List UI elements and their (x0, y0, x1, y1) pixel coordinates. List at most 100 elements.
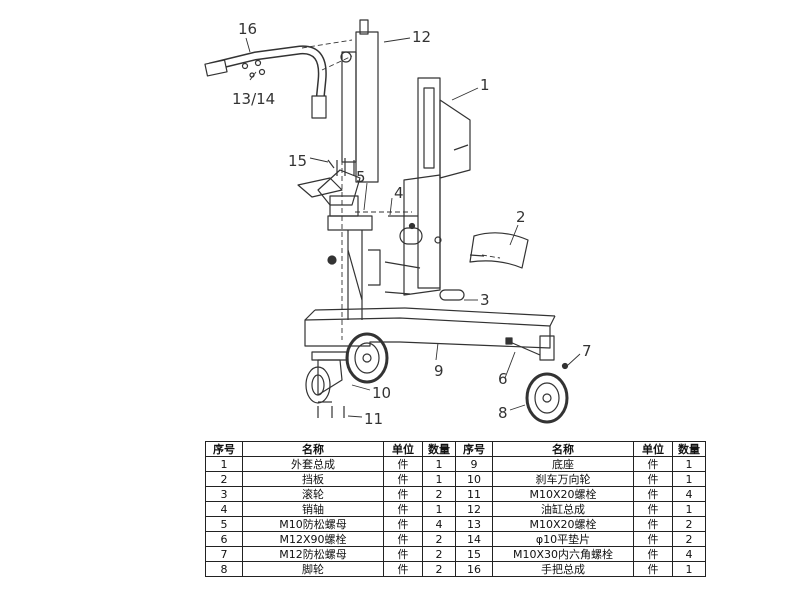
cell-unit: 件 (633, 471, 673, 487)
front-wheel (345, 332, 389, 384)
cell-name: 挡板 (242, 471, 384, 487)
assembly-lines (301, 39, 501, 340)
callout-16: 16 (238, 20, 257, 38)
fastener-bolts (249, 72, 569, 418)
cell-unit: 件 (383, 546, 423, 562)
cell-unit: 件 (383, 531, 423, 547)
cell-unit: 件 (383, 501, 423, 517)
cell-name: M10X20螺栓 (492, 516, 634, 532)
cell-unit: 件 (633, 561, 673, 577)
cell-unit: 件 (633, 516, 673, 532)
cell-seq: 8 (205, 561, 243, 577)
cell-unit: 件 (633, 531, 673, 547)
brake-caster (305, 351, 349, 404)
callout-1: 1 (480, 76, 490, 94)
cell-name: 滚轮 (242, 486, 384, 502)
cell-unit: 件 (633, 486, 673, 502)
callout-9: 9 (434, 362, 444, 380)
cell-name: M12X90螺栓 (242, 531, 384, 547)
cell-unit: 件 (633, 546, 673, 562)
cell-unit: 件 (383, 561, 423, 577)
cell-name: 油缸总成 (492, 501, 634, 517)
cell-qty: 2 (672, 516, 706, 532)
header-unit-2: 单位 (633, 441, 673, 457)
cell-seq: 5 (205, 516, 243, 532)
callout-15: 15 (288, 152, 307, 170)
callout-11: 11 (364, 410, 383, 428)
outer-sleeve-assembly (417, 77, 471, 289)
callout-10: 10 (372, 384, 391, 402)
cell-unit: 件 (383, 471, 423, 487)
cell-seq: 16 (455, 561, 493, 577)
cell-seq: 9 (455, 456, 493, 472)
header-seq-2: 序号 (455, 441, 493, 457)
header-qty-2: 数量 (672, 441, 706, 457)
header-name-2: 名称 (492, 441, 634, 457)
callout-labels: 1 2 3 4 5 6 7 8 9 10 11 12 13/14 15 16 (232, 20, 592, 428)
cell-name: 脚轮 (242, 561, 384, 577)
base-frame (304, 307, 556, 361)
table-header-row: 序号 名称 单位 数量 序号 名称 单位 数量 (205, 441, 706, 457)
callout-2: 2 (516, 208, 526, 226)
cell-unit: 件 (383, 456, 423, 472)
table-row: 4 销轴 件 1 12 油缸总成 件 1 (205, 501, 706, 517)
callout-3: 3 (480, 291, 490, 309)
leader-lines (245, 37, 581, 418)
cell-name: M10防松螺母 (242, 516, 384, 532)
pump-assembly (297, 158, 373, 265)
callout-7: 7 (582, 342, 592, 360)
baffle-plate (469, 232, 529, 269)
cell-qty: 1 (672, 561, 706, 577)
cell-qty: 2 (422, 546, 456, 562)
cell-seq: 13 (455, 516, 493, 532)
cell-seq: 7 (205, 546, 243, 562)
caster-wheel (525, 372, 569, 424)
cell-name: 底座 (492, 456, 634, 472)
cell-unit: 件 (633, 501, 673, 517)
cell-qty: 4 (422, 516, 456, 532)
cell-name: M12防松螺母 (242, 546, 384, 562)
cell-seq: 2 (205, 471, 243, 487)
callout-4: 4 (394, 184, 404, 202)
cell-qty: 1 (422, 456, 456, 472)
cell-name: 销轴 (242, 501, 384, 517)
cell-seq: 11 (455, 486, 493, 502)
callout-13-14: 13/14 (232, 90, 275, 108)
cell-unit: 件 (383, 486, 423, 502)
callout-5: 5 (356, 168, 366, 186)
cell-qty: 2 (672, 531, 706, 547)
handle-assembly (204, 45, 327, 119)
callout-6: 6 (498, 370, 508, 388)
table-row: 7 M12防松螺母 件 2 15 M10X30内六角螺栓 件 4 (205, 546, 706, 562)
cell-seq: 15 (455, 546, 493, 562)
cell-unit: 件 (633, 456, 673, 472)
callout-12: 12 (412, 28, 431, 46)
cell-qty: 1 (672, 501, 706, 517)
table-row: 3 滚轮 件 2 11 M10X20螺栓 件 4 (205, 486, 706, 502)
cell-qty: 2 (422, 561, 456, 577)
header-seq: 序号 (205, 441, 243, 457)
cell-name: M10X30内六角螺栓 (492, 546, 634, 562)
cell-name: 外套总成 (242, 456, 384, 472)
cell-name: 手把总成 (492, 561, 634, 577)
table-row: 2 挡板 件 1 10 刹车万向轮 件 1 (205, 471, 706, 487)
cell-seq: 3 (205, 486, 243, 502)
cell-seq: 10 (455, 471, 493, 487)
header-name: 名称 (242, 441, 384, 457)
table-row: 8 脚轮 件 2 16 手把总成 件 1 (205, 561, 706, 577)
cell-qty: 2 (422, 486, 456, 502)
cell-name: φ10平垫片 (492, 531, 634, 547)
cell-qty: 1 (422, 501, 456, 517)
header-qty: 数量 (422, 441, 456, 457)
table-row: 6 M12X90螺栓 件 2 14 φ10平垫片 件 2 (205, 531, 706, 547)
cell-name: M10X20螺栓 (492, 486, 634, 502)
callout-8: 8 (498, 404, 508, 422)
cell-seq: 6 (205, 531, 243, 547)
cell-seq: 14 (455, 531, 493, 547)
header-unit: 单位 (383, 441, 423, 457)
table-row: 5 M10防松螺母 件 4 13 M10X20螺栓 件 2 (205, 516, 706, 532)
cell-qty: 4 (672, 486, 706, 502)
cell-qty: 1 (422, 471, 456, 487)
cell-unit: 件 (383, 516, 423, 532)
cell-qty: 4 (672, 546, 706, 562)
